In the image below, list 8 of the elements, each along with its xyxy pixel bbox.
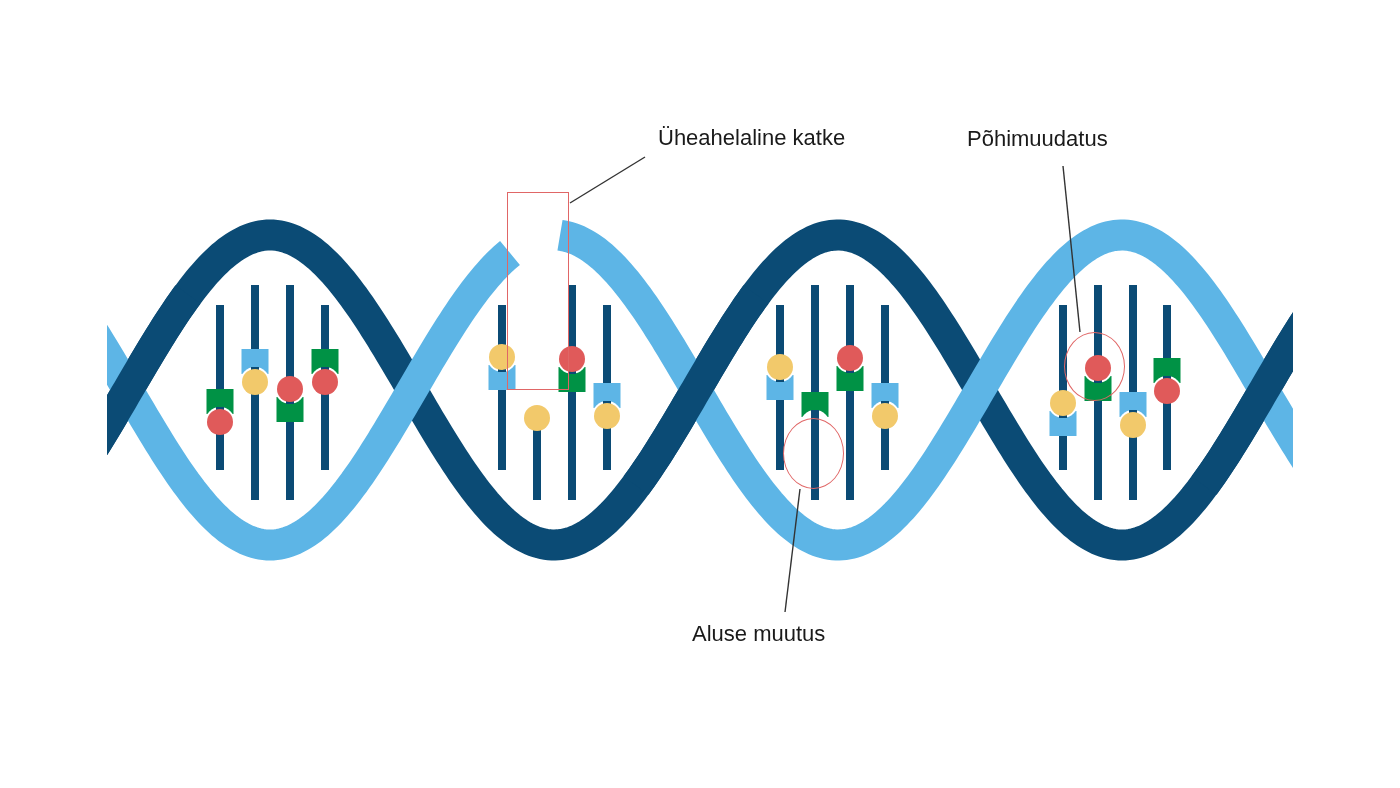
leader-line	[784, 488, 801, 613]
leader-line	[1062, 165, 1081, 333]
callout-label: Üheahelaline katke	[658, 124, 847, 152]
callout-label: Aluse muutus	[692, 620, 827, 648]
highlight-frame	[507, 192, 569, 390]
highlight-ellipse	[1064, 332, 1125, 401]
callout-label: Põhimuudatus	[967, 125, 1109, 153]
leader-line	[569, 156, 646, 204]
